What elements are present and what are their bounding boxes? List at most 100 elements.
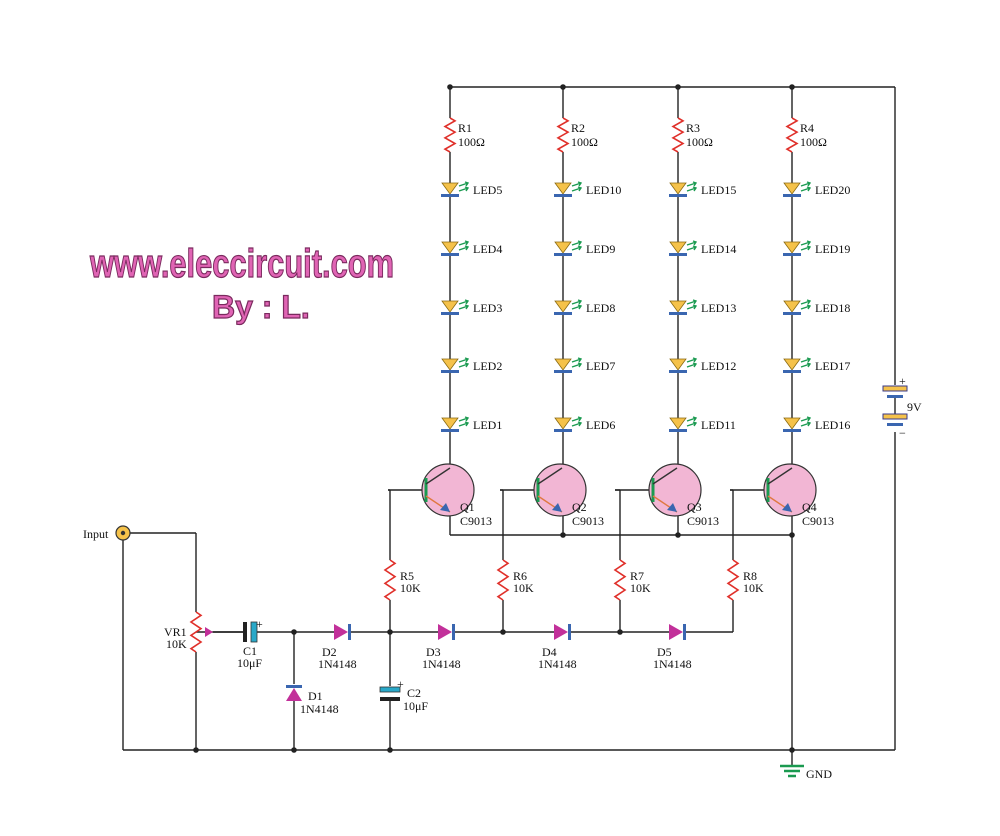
battery-cell-long xyxy=(882,413,908,420)
diode-part: 1N4148 xyxy=(300,702,339,716)
led xyxy=(783,416,812,432)
led-label: LED7 xyxy=(586,359,615,373)
emitter-arrow-icon xyxy=(782,503,792,512)
light-arrow-icon xyxy=(686,181,698,187)
led-triangle xyxy=(554,241,572,254)
light-arrow-icon xyxy=(571,181,583,187)
capacitor-name: C2 xyxy=(407,686,421,700)
resistor-value: 10K xyxy=(630,581,651,595)
watermark: www.eleccircuit.com By : L. xyxy=(89,241,395,325)
light-arrow-icon xyxy=(686,357,698,363)
resistor-name: R6 xyxy=(513,569,527,583)
led-label: LED18 xyxy=(815,301,850,315)
resistor-r8 xyxy=(726,559,740,601)
led-cathode-bar xyxy=(669,194,687,197)
light-arrow-icon xyxy=(571,357,583,363)
battery-minus-sign: − xyxy=(899,426,906,440)
diode-d1-cathode-bar xyxy=(286,685,302,688)
battery-cell-long xyxy=(882,385,908,392)
light-arrow-icon xyxy=(571,416,583,422)
light-arrow-icon xyxy=(458,240,470,246)
transistor-collector-lead xyxy=(652,467,678,485)
battery-cell-short xyxy=(887,423,903,426)
diode-part: 1N4148 xyxy=(538,657,577,671)
led-cathode-bar xyxy=(441,312,459,315)
resistor-name: R8 xyxy=(743,569,757,583)
potentiometer-vr1 xyxy=(189,611,203,653)
led-cathode-bar xyxy=(554,429,572,432)
resistor-r5 xyxy=(383,559,397,601)
resistor-r1 xyxy=(443,117,457,153)
diode-name: D3 xyxy=(426,645,441,659)
led-label: LED1 xyxy=(473,418,502,432)
led-label: LED8 xyxy=(586,301,615,315)
led-label: LED9 xyxy=(586,242,615,256)
led xyxy=(554,357,583,373)
led-triangle xyxy=(783,300,801,313)
diode-triangle xyxy=(554,624,568,640)
led-triangle xyxy=(783,241,801,254)
battery-voltage: 9V xyxy=(907,400,922,414)
resistor-value: 10K xyxy=(400,581,421,595)
junction-dot xyxy=(617,629,623,635)
transistor-name: Q1 xyxy=(460,500,475,514)
emitter-arrow-icon xyxy=(440,503,450,512)
led xyxy=(783,181,812,197)
transistor-part: C9013 xyxy=(802,514,834,528)
led-triangle xyxy=(554,358,572,371)
resistor-value: 100Ω xyxy=(571,135,598,149)
diode-name: D2 xyxy=(322,645,337,659)
light-arrow-icon xyxy=(458,245,470,251)
led-label: LED15 xyxy=(701,183,736,197)
resistor-value: 100Ω xyxy=(686,135,713,149)
light-arrow-icon xyxy=(800,245,812,251)
light-arrow-icon xyxy=(458,304,470,310)
light-arrow-icon xyxy=(800,362,812,368)
led xyxy=(441,240,470,256)
diode-part: 1N4148 xyxy=(653,657,692,671)
junction-dot xyxy=(560,532,566,538)
transistor-collector-lead xyxy=(767,467,793,485)
led-cathode-bar xyxy=(783,370,801,373)
led-label: LED2 xyxy=(473,359,502,373)
resistor-value: 100Ω xyxy=(458,135,485,149)
light-arrow-icon xyxy=(571,304,583,310)
potentiometer-name: VR1 xyxy=(164,625,187,639)
potentiometer-value: 10K xyxy=(166,637,187,651)
capacitor-c2-plate xyxy=(380,697,400,701)
watermark-author: By : L. xyxy=(212,289,310,325)
led-label: LED10 xyxy=(586,183,621,197)
led-label: LED4 xyxy=(473,242,502,256)
transistor-part: C9013 xyxy=(687,514,719,528)
light-arrow-icon xyxy=(800,240,812,246)
battery-cell-short xyxy=(887,395,903,398)
diode-d5 xyxy=(669,624,686,640)
light-arrow-icon xyxy=(800,357,812,363)
light-arrow-icon xyxy=(458,421,470,427)
led-cathode-bar xyxy=(669,253,687,256)
led-cathode-bar xyxy=(441,194,459,197)
led-cathode-bar xyxy=(783,429,801,432)
led-label: LED14 xyxy=(701,242,736,256)
diode-triangle xyxy=(669,624,683,640)
capacitor-plus-sign: + xyxy=(397,677,404,691)
light-arrow-icon xyxy=(686,245,698,251)
diode-name: D5 xyxy=(657,645,672,659)
light-arrow-icon xyxy=(571,186,583,192)
led-triangle xyxy=(783,417,801,430)
led-triangle xyxy=(554,417,572,430)
led-label: LED20 xyxy=(815,183,850,197)
led xyxy=(669,416,698,432)
led xyxy=(441,299,470,315)
led xyxy=(669,240,698,256)
labels: +9V−R1100ΩLED5LED4LED3LED2LED1R2100ΩLED1… xyxy=(83,121,922,781)
resistor-name: R1 xyxy=(458,121,472,135)
light-arrow-icon xyxy=(800,299,812,305)
capacitor-c1-plate xyxy=(243,622,247,642)
resistor-name: R2 xyxy=(571,121,585,135)
junction-dot xyxy=(193,747,199,753)
light-arrow-icon xyxy=(458,362,470,368)
diode-triangle xyxy=(334,624,348,640)
led-label: LED19 xyxy=(815,242,850,256)
